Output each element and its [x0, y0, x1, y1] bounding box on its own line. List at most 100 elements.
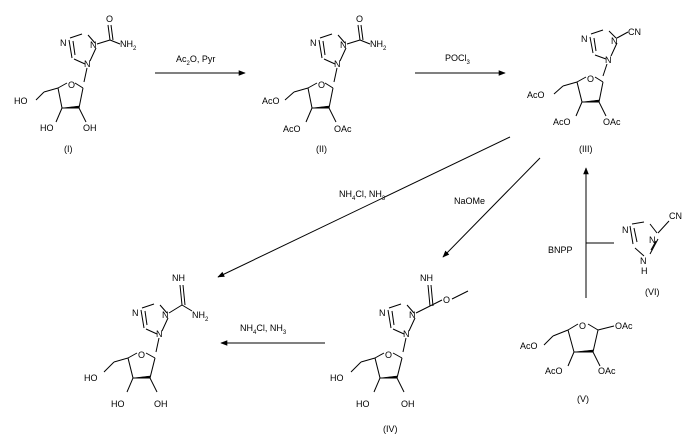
atom-NH: NH: [420, 273, 433, 283]
bond: [575, 101, 583, 117]
nh-text: NH: [192, 310, 205, 320]
subscript: 4: [352, 196, 356, 202]
atom-N: N: [340, 40, 347, 50]
atom-O: O: [68, 80, 75, 90]
bond: [155, 337, 160, 353]
compound-IV: N N N NH O O HO HO OH (IV): [330, 273, 469, 434]
atom-NH2: NH2: [370, 39, 387, 52]
bond: [168, 304, 183, 314]
arrow-III-to-product: [217, 136, 511, 278]
atom-O: O: [138, 350, 145, 360]
reagent-step3: NH4Cl, NH3: [339, 189, 386, 202]
atom-OAc: OAc: [334, 124, 352, 134]
bond: [113, 357, 129, 363]
atom-CN: CN: [628, 27, 641, 37]
triazole-ring: [68, 33, 97, 65]
label-compound-III: (III): [579, 144, 593, 154]
subscript: 3: [283, 330, 287, 336]
atom-O: O: [318, 80, 325, 90]
bond: [602, 63, 608, 77]
atom-OH: OH: [401, 399, 415, 409]
compound-II: N N N O NH2 O AcO AcO OAc (II): [262, 14, 387, 154]
bond: [103, 361, 115, 373]
bond: [107, 24, 111, 41]
bond: [305, 107, 313, 123]
atom-N: N: [409, 310, 416, 320]
atom-N: N: [156, 329, 163, 339]
subscript: 4: [253, 330, 257, 336]
atom-HO: HO: [356, 399, 370, 409]
bond: [55, 107, 63, 123]
bond: [597, 325, 615, 331]
atom-N: N: [649, 235, 656, 245]
bond: [96, 39, 111, 45]
bond: [284, 91, 295, 101]
atom-HO: HO: [84, 373, 98, 383]
bond: [396, 377, 405, 393]
atom-N: N: [581, 34, 588, 44]
bond: [553, 85, 564, 95]
bond: [43, 87, 59, 93]
atom-O: O: [106, 14, 113, 24]
reagent-part: NH: [339, 189, 352, 199]
bond: [552, 329, 569, 337]
ribose-ring: [576, 76, 604, 103]
triazole-ring: [318, 33, 347, 65]
bond: [592, 351, 601, 367]
bond: [567, 351, 575, 367]
wedge-bond: [581, 99, 600, 103]
bond: [402, 337, 407, 353]
atom-N: N: [334, 59, 341, 69]
label-compound-VI: (VI): [645, 287, 660, 297]
bond: [109, 39, 121, 45]
atom-NH: NH: [172, 273, 185, 283]
atom-OH: OH: [154, 399, 168, 409]
nh-text: NH: [120, 39, 133, 49]
bond: [110, 24, 114, 41]
atom-N: N: [162, 310, 169, 320]
atom-OAc: OAc: [615, 321, 633, 331]
atom-AcO: AcO: [553, 117, 571, 127]
bond: [293, 87, 309, 93]
atom-O: O: [356, 14, 363, 24]
atom-N: N: [640, 256, 647, 266]
atom-H: H: [641, 266, 648, 276]
bond: [360, 357, 376, 363]
triazole-ring: [387, 303, 416, 335]
bond: [149, 377, 158, 393]
atom-AcO: AcO: [262, 96, 280, 106]
reagent-part: Cl, NH: [355, 189, 382, 199]
atom-HO: HO: [40, 123, 54, 133]
label-compound-IV: (IV): [383, 424, 398, 434]
reagent-main: POCl: [445, 53, 467, 63]
atom-NH2: NH2: [120, 39, 137, 52]
atom-N: N: [611, 36, 618, 46]
atom-N: N: [605, 55, 612, 65]
triazole-ring: [140, 303, 169, 335]
subscript: 2: [205, 317, 209, 323]
bond: [182, 284, 186, 306]
bond: [598, 101, 607, 117]
bond: [359, 39, 371, 45]
atom-N: N: [310, 38, 317, 48]
reagent-step6: BNPP: [548, 245, 573, 255]
wedge-bond: [132, 375, 151, 379]
atom-O: O: [587, 74, 594, 84]
atom-O: O: [443, 295, 450, 305]
bond: [373, 377, 381, 393]
atom-N: N: [622, 225, 629, 235]
bond: [333, 67, 338, 83]
bond: [429, 299, 443, 307]
wedge-bond: [311, 105, 330, 109]
nh-text: NH: [370, 39, 383, 49]
bond: [543, 335, 554, 346]
bond: [328, 107, 337, 123]
reagent-part: NH: [240, 323, 253, 333]
bond: [181, 304, 193, 312]
atom-OAc: OAc: [603, 117, 621, 127]
atom-N: N: [90, 40, 97, 50]
atom-NH2: NH2: [192, 310, 209, 323]
bond: [616, 31, 629, 39]
wedge-bond: [61, 105, 80, 109]
atom-N: N: [84, 59, 91, 69]
